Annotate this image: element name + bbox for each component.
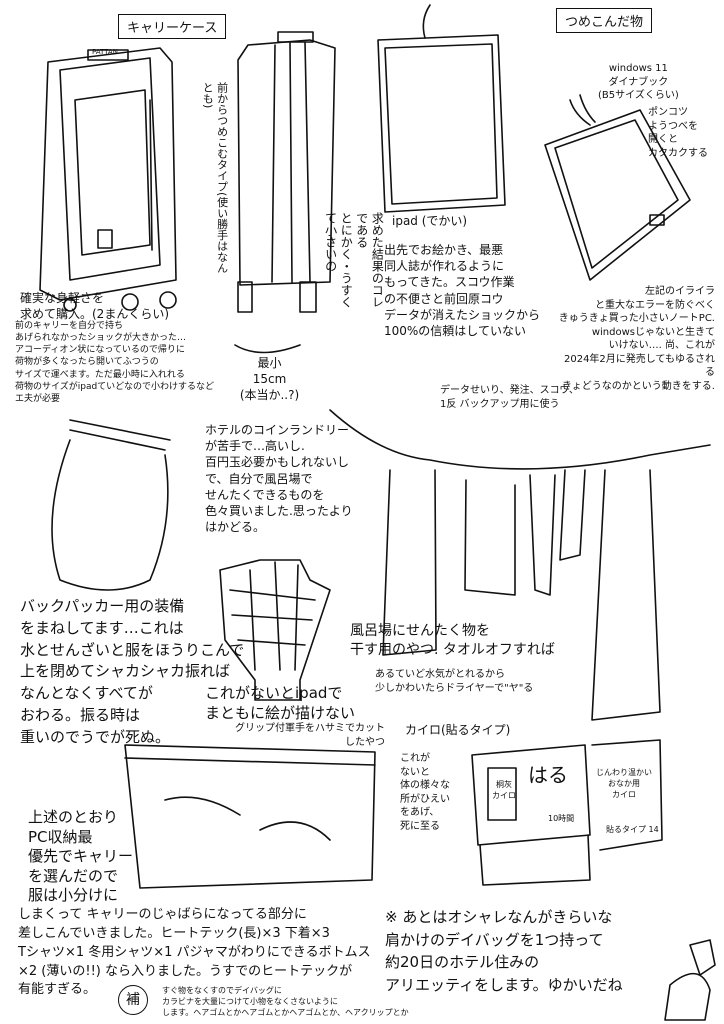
kairo-pack2-count: 貼るタイプ 14	[606, 825, 659, 834]
hotel-laundry-note: ホテルのコインランドリー が苦手で…高いし. 百円玉必要かもしれないし で、自分…	[205, 423, 353, 535]
clothesline-subnote: あるていど水気がとれるから 少しかわいたらドライヤーで"ヤ"る	[375, 669, 534, 694]
suitcase-heading-note: 確実な身軽さを 求めて購入。(2まんくらい)	[20, 291, 169, 322]
compact-result-note: 求めた結果のコレである とにかく・うすくて小さいの	[323, 212, 385, 308]
kairo-pack1-badge: 桐灰 カイロ	[492, 780, 516, 800]
closing-note: ※ あとはオシャレなんがきらいな 肩かけのデイバッグを1つ持って 約20日のホテ…	[385, 908, 623, 994]
kairo-title: カイロ(貼るタイプ)	[405, 723, 511, 737]
section-title-carry-case: キャリーケース	[118, 14, 227, 39]
zip-bag-drawing	[124, 744, 376, 889]
clothes-intro: 上述のとおり PC収納最 優先でキャリー を選んだので 服は小分けに	[28, 808, 134, 904]
kairo-packs-drawing	[471, 739, 663, 886]
kairo-pack2-text: じんわり温かい おなか用 カイロ	[596, 768, 652, 799]
laptop-note: 左記のイライラ と重大なエラーを防ぐべく きゅうきょ買った小さいノートPC. w…	[558, 286, 715, 392]
compressed-suitcase-drawing	[234, 31, 336, 354]
glove-subnote: グリップ付軍手をハサミでカット したやつ	[235, 723, 385, 748]
grip-glove-drawing	[219, 559, 331, 701]
laptop-complaint: ポンコツ ようつべを 開くと カクカクする	[648, 107, 708, 159]
laptop-usage: データせいり、発注、スコウ、 1反 バックアップ用に使う	[440, 385, 579, 410]
clothes-body: しまくって キャリーのじゃばらになってる部分に 差しこんでいきました。ヒートテッ…	[18, 907, 371, 998]
ipad-label: ipad (でかい)	[392, 214, 468, 228]
suitcase-brand-tag: PATTAN	[92, 48, 118, 56]
laptop-name: windows 11 ダイナブック (B5サイズくらい)	[598, 63, 679, 101]
clothesline-note: 風呂場にせんたく物を 干す用のやつ. タオルオフすれば	[350, 623, 555, 658]
suitcase-description: 前のキャリーを自分で持ち あげられなかったショックが大きかった… アコーディオン…	[15, 321, 214, 404]
kairo-note: これが ないと 体の様々な 所がひえい をあげ、 死に至る	[400, 753, 450, 832]
front-loading-type-note: 前からつめこむタイプ(使い勝手はなんとも)	[201, 82, 229, 274]
minimum-size-note: 最小 15cm (本当か..?)	[239, 356, 300, 403]
laptop-drawing	[544, 94, 691, 281]
supplement-note: すぐ物をなくすのでデイバッグに カラビナを大量につけて小物をなくさないように し…	[162, 986, 409, 1017]
suitcase-drawing	[39, 47, 177, 312]
ipad-note: 出先でお絵かき、最悪 同人誌が作れるように もってきた。スコウ作業 の不便さと前…	[384, 243, 541, 338]
ipad-drawing	[377, 4, 506, 213]
section-title-packed-items: つめこんだ物	[556, 8, 653, 33]
kairo-pack1-hours: 10時間	[548, 814, 575, 823]
dry-bag-drawing	[51, 419, 171, 591]
glove-note: これがないとipadで まともに絵が描けない	[205, 684, 356, 723]
kairo-pack1-text: はる	[528, 763, 568, 787]
supplement-mark: 補	[118, 985, 148, 1015]
clothesline-drawing	[329, 409, 711, 721]
daypack-drawing	[664, 939, 716, 1021]
dry-bag-note: バックパッカー用の装備 をまねしてます…これは 水とせんざいと服をほうりこんで …	[20, 597, 245, 746]
